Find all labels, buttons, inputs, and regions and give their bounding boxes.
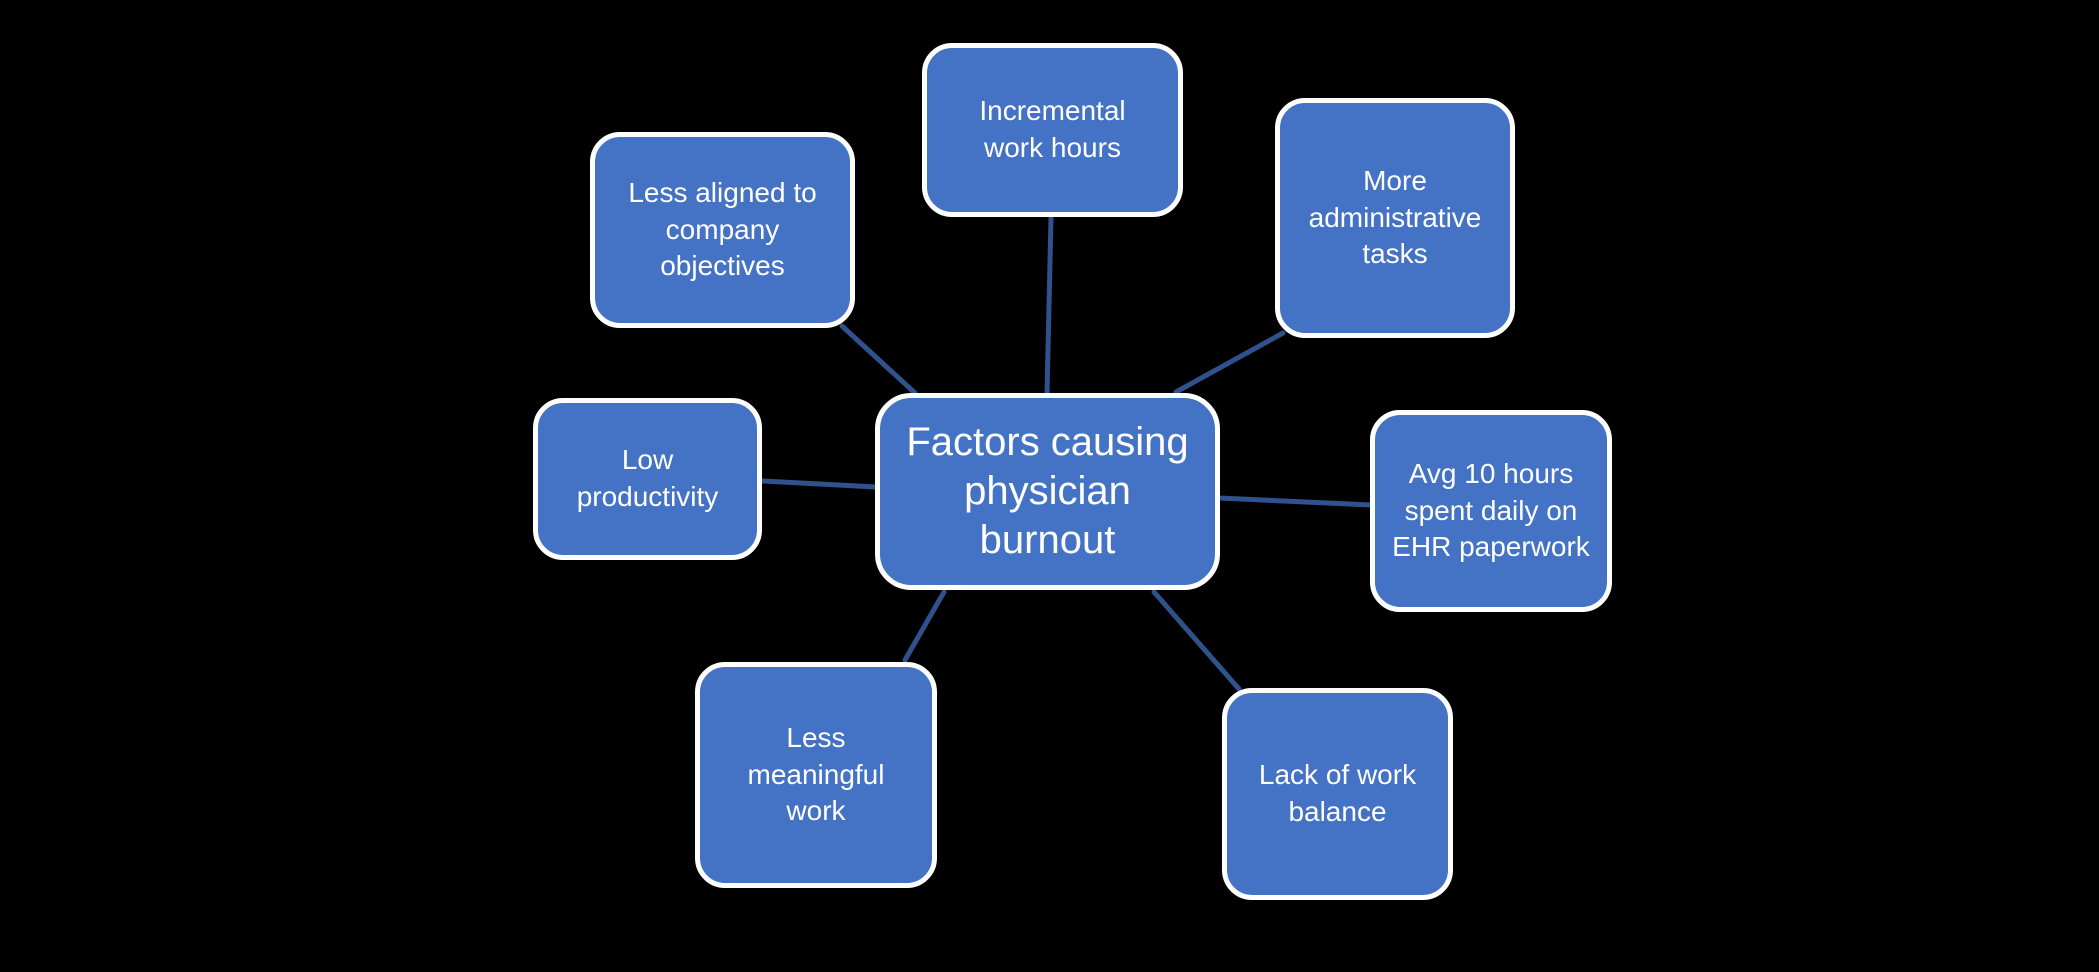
connector-bottom-right: [1151, 589, 1242, 692]
connector-left: [760, 478, 879, 490]
node-label: Factors causing physician burnout: [906, 420, 1189, 562]
node-incremental-work-hours: Incremental work hours: [922, 43, 1183, 217]
node-label: More administrative tasks: [1308, 164, 1482, 270]
node-factors-causing-physician-burnout: Factors causing physician burnout: [875, 393, 1220, 590]
connector-top: [1044, 215, 1054, 397]
node-avg-10-hours-ehr-paperwork: Avg 10 hours spent daily on EHR paperwor…: [1370, 410, 1612, 612]
node-label: Less aligned to company objectives: [628, 176, 817, 282]
connector-top-right: [1173, 330, 1286, 395]
node-more-administrative-tasks: More administrative tasks: [1275, 98, 1515, 338]
node-less-meaningful-work: Less meaningful work: [695, 662, 937, 888]
node-label: Avg 10 hours spent daily on EHR paperwor…: [1392, 457, 1590, 563]
connector-right: [1216, 495, 1374, 508]
node-label: Incremental work hours: [979, 95, 1126, 163]
node-label: Less meaningful work: [747, 721, 885, 827]
node-lack-of-work-balance: Lack of work balance: [1222, 688, 1453, 900]
connector-bottom-left: [902, 589, 947, 663]
connector-top-left: [839, 323, 918, 396]
node-less-aligned-to-company-objectives: Less aligned to company objectives: [590, 132, 855, 328]
node-label: Lack of work balance: [1258, 759, 1417, 827]
node-label: Low productivity: [576, 444, 719, 512]
node-low-productivity: Low productivity: [533, 398, 762, 560]
